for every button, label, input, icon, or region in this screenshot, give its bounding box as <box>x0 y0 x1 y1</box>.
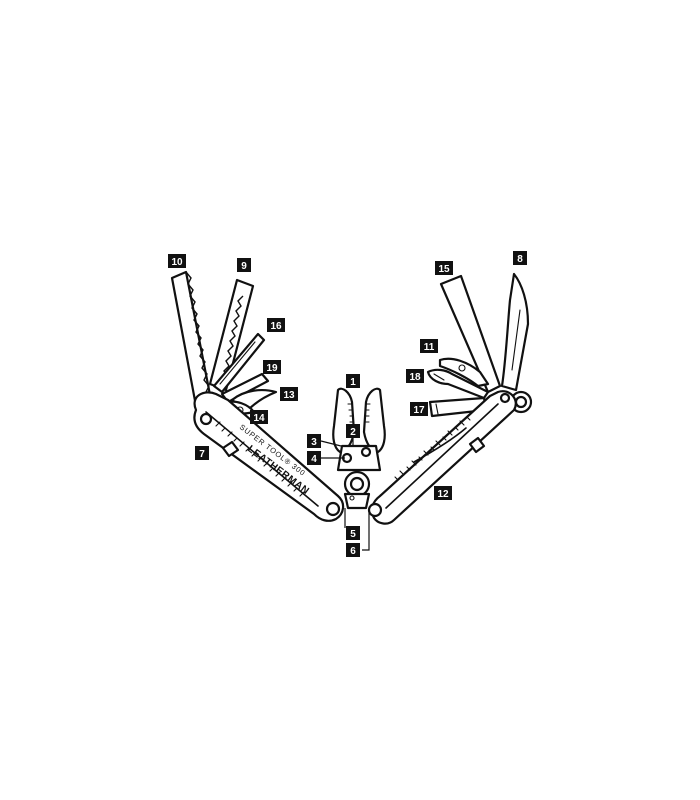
callout-13: 13 <box>280 387 298 401</box>
callout-17: 17 <box>410 402 428 416</box>
svg-text:15: 15 <box>438 264 450 275</box>
callout-9: 9 <box>237 258 251 272</box>
callout-16: 16 <box>267 318 285 332</box>
svg-text:4: 4 <box>311 454 317 465</box>
callout-15: 15 <box>435 261 453 275</box>
svg-text:8: 8 <box>517 254 523 265</box>
svg-text:5: 5 <box>350 529 356 540</box>
svg-text:16: 16 <box>270 321 282 332</box>
file-tool <box>212 332 266 394</box>
callout-7: 7 <box>195 446 209 460</box>
callout-6: 6 <box>346 543 360 557</box>
callout-12: 12 <box>434 486 452 500</box>
callout-2: 2 <box>346 424 360 438</box>
svg-text:11: 11 <box>424 342 435 353</box>
callout-14: 14 <box>250 410 268 424</box>
callout-5: 5 <box>346 526 360 540</box>
screwdriver-11 <box>438 357 490 388</box>
callout-19: 19 <box>263 360 281 374</box>
right-handle <box>367 390 517 525</box>
svg-text:18: 18 <box>409 372 421 383</box>
callout-1: 1 <box>346 374 360 388</box>
callout-10: 10 <box>168 254 186 268</box>
svg-text:7: 7 <box>199 449 205 460</box>
svg-text:14: 14 <box>253 413 265 424</box>
phillips-screwdriver <box>426 368 490 400</box>
callout-8: 8 <box>513 251 527 265</box>
callout-11: 11 <box>420 339 438 353</box>
svg-text:13: 13 <box>283 390 295 401</box>
serrations <box>221 295 244 382</box>
saw-blade <box>170 270 213 408</box>
right-ruler-ticks <box>394 416 471 481</box>
svg-text:19: 19 <box>266 363 278 374</box>
callout-3: 3 <box>307 434 321 448</box>
knife-blade <box>500 272 530 392</box>
svg-text:12: 12 <box>437 489 449 500</box>
svg-text:10: 10 <box>171 257 183 268</box>
svg-text:17: 17 <box>413 405 425 416</box>
straight-blade <box>439 274 502 394</box>
svg-text:3: 3 <box>311 437 317 448</box>
saw-teeth <box>185 271 212 401</box>
svg-text:6: 6 <box>350 546 356 557</box>
pliers-head <box>332 387 386 510</box>
svg-text:9: 9 <box>241 261 247 272</box>
callout-18: 18 <box>406 369 424 383</box>
svg-text:1: 1 <box>350 377 356 388</box>
svg-text:2: 2 <box>350 427 356 438</box>
left-ruler-ticks <box>215 421 305 497</box>
serrated-blade <box>208 278 255 392</box>
callout-4: 4 <box>307 451 321 465</box>
